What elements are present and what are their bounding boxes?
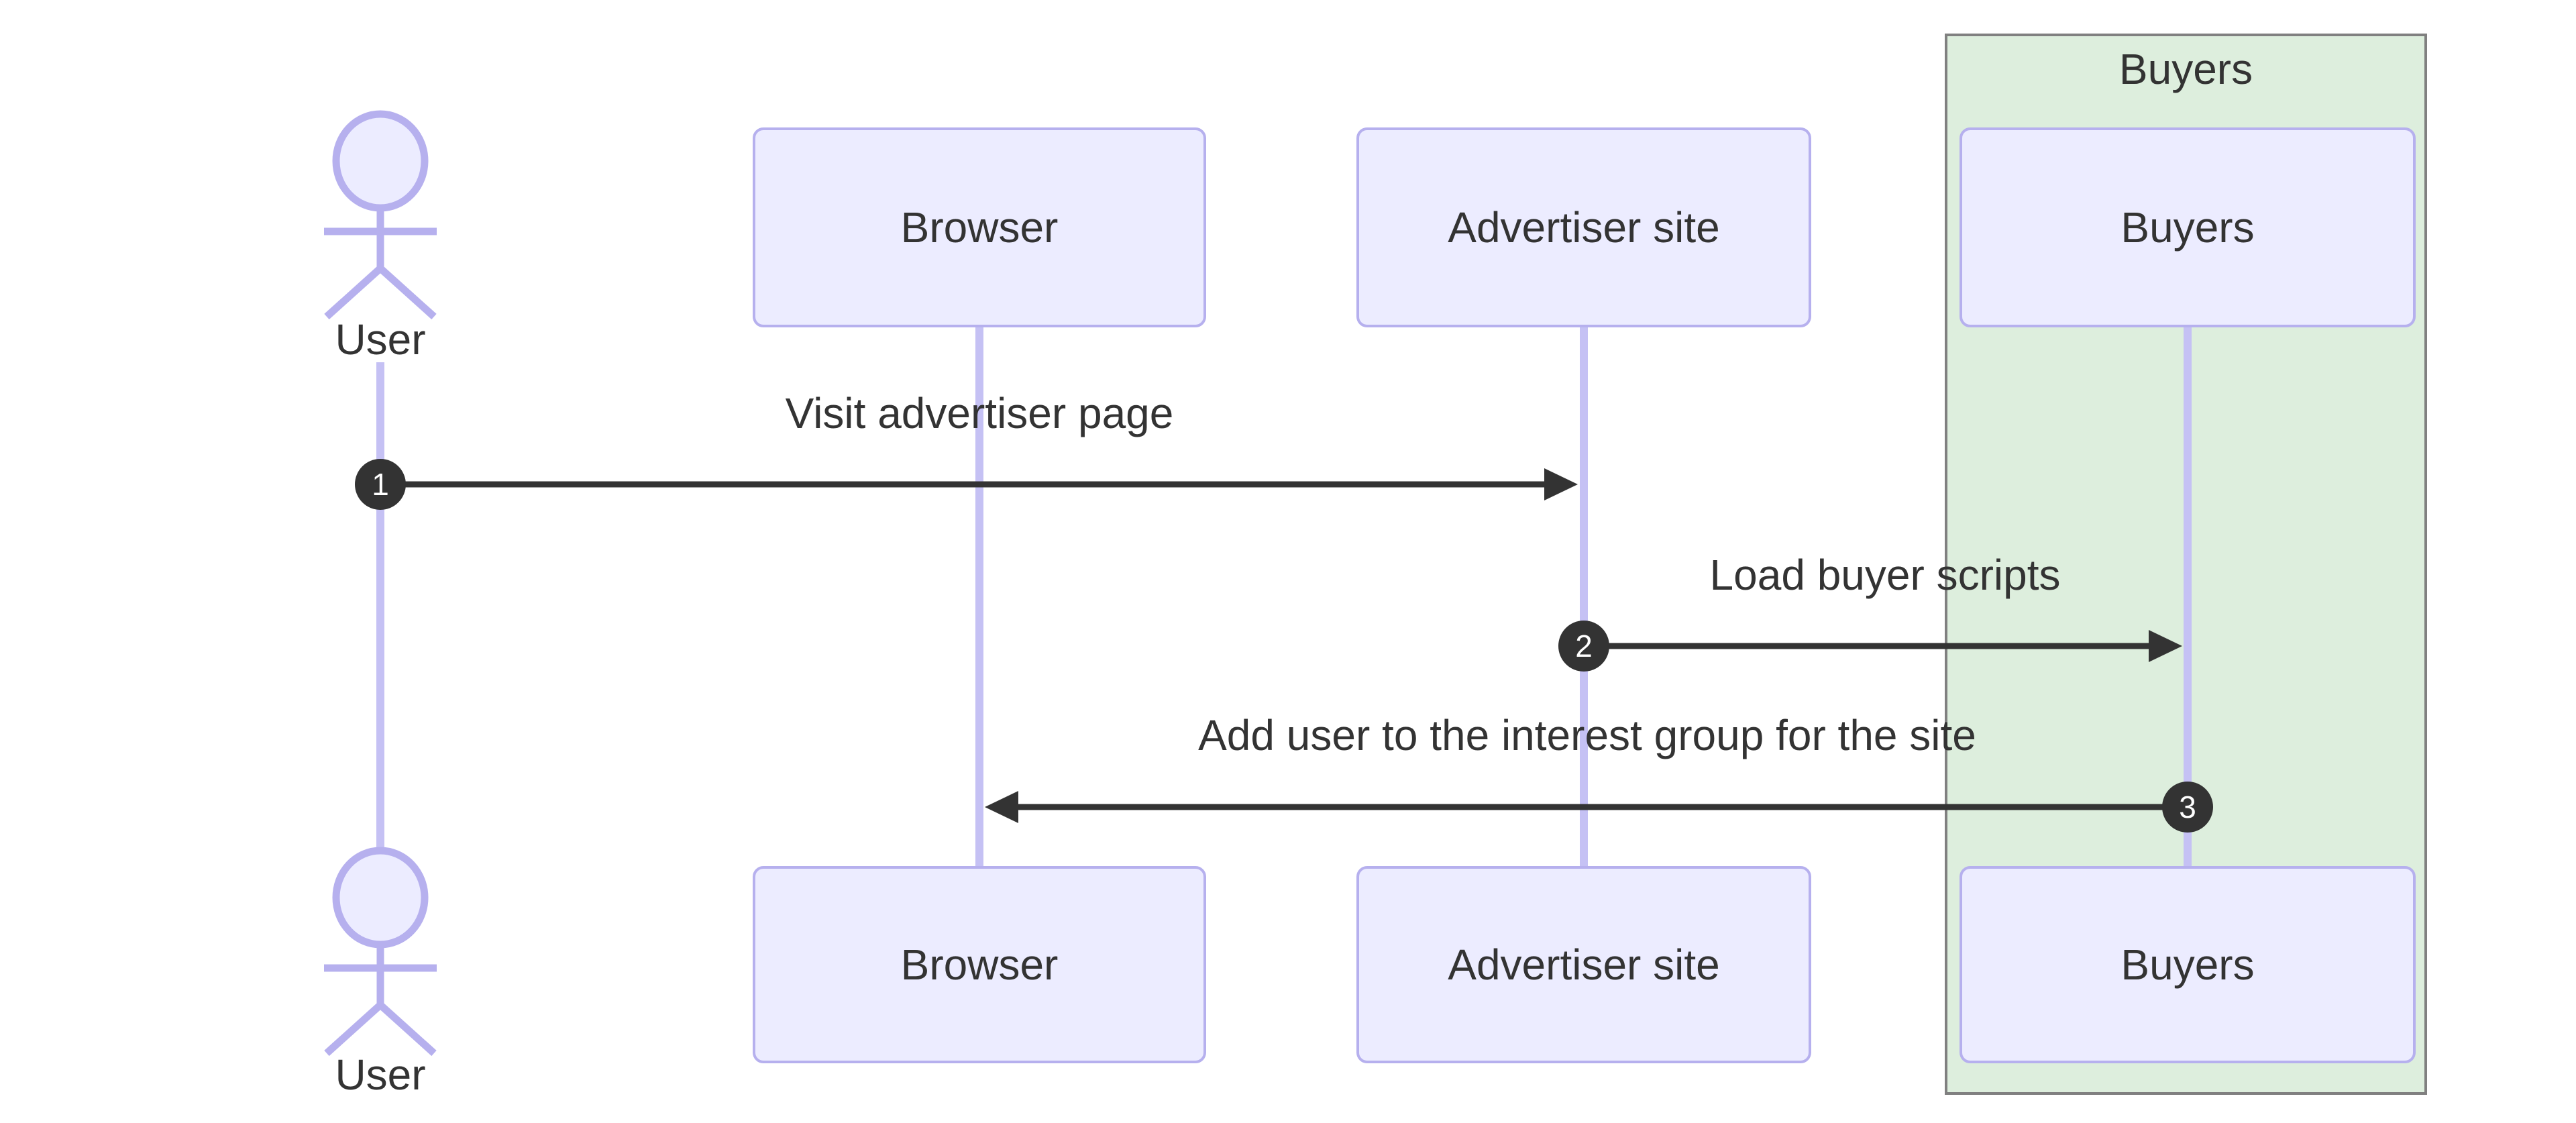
sequence-number-badge-1: 1 <box>355 459 406 510</box>
actor-figure-user-top <box>324 110 437 320</box>
arrowhead-right-icon <box>2149 630 2182 662</box>
group-title: Buyers <box>2118 45 2253 93</box>
actor-figure-user-bottom <box>324 847 437 1057</box>
participant-box-browser-bottom: Browser <box>753 866 1206 1063</box>
actor-label-user-bottom: User <box>335 1051 426 1099</box>
message-arrow-1 <box>380 468 1578 500</box>
participant-label: Buyers <box>2121 941 2255 989</box>
participant-label: Advertiser site <box>1448 941 1720 989</box>
message-label-2: Load buyer scripts <box>1709 551 2061 599</box>
participant-label: Browser <box>900 203 1059 252</box>
actor-label-user-top: User <box>335 315 426 364</box>
arrowhead-left-icon <box>985 791 1018 823</box>
participant-box-buyers-bottom: Buyers <box>1960 866 2416 1063</box>
participant-label: Browser <box>900 941 1059 989</box>
message-arrow-3 <box>985 791 2188 823</box>
actor-head <box>332 110 429 212</box>
participant-label: Advertiser site <box>1448 203 1720 252</box>
participant-box-advertiser-site-top: Advertiser site <box>1356 127 1811 327</box>
message-arrow-2 <box>1584 630 2182 662</box>
actor-left-leg <box>324 1002 383 1057</box>
participant-label: Buyers <box>2121 203 2255 252</box>
actor-right-leg <box>378 1002 437 1057</box>
actor-right-leg <box>378 265 437 320</box>
message-label-3: Add user to the interest group for the s… <box>1198 711 1976 759</box>
actor-head <box>332 847 429 949</box>
actor-left-leg <box>324 265 383 320</box>
participant-box-buyers-top: Buyers <box>1960 127 2416 327</box>
sequence-number-badge-2: 2 <box>1558 621 1609 672</box>
participant-box-browser-top: Browser <box>753 127 1206 327</box>
sequence-number-badge-3: 3 <box>2162 782 2213 833</box>
participant-box-advertiser-site-bottom: Advertiser site <box>1356 866 1811 1063</box>
arrowhead-right-icon <box>1544 468 1578 500</box>
message-label-1: Visit advertiser page <box>785 389 1174 437</box>
